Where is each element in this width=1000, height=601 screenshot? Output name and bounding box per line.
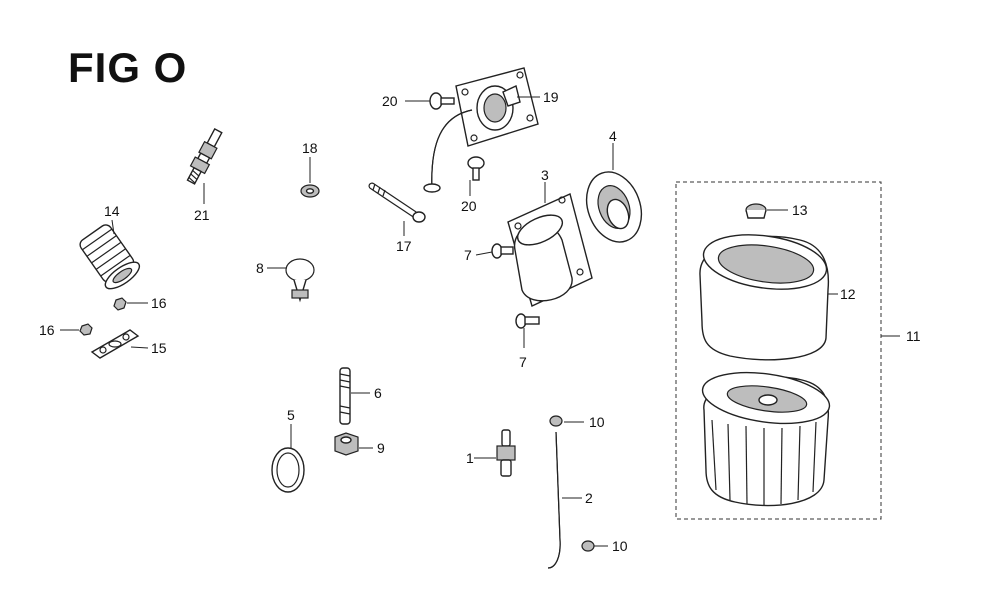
callout-16a: 16 — [151, 295, 167, 311]
part-10-clip-a[interactable] — [549, 415, 584, 427]
callout-2: 2 — [585, 490, 593, 506]
part-16-nut-a[interactable] — [113, 297, 148, 311]
part-20-screw-a[interactable] — [405, 92, 455, 110]
callout-10a: 10 — [589, 414, 605, 430]
part-12-outer-element[interactable] — [699, 228, 838, 361]
part-18-washer[interactable] — [300, 157, 320, 198]
callout-20b: 20 — [461, 198, 477, 214]
callout-12: 12 — [840, 286, 856, 302]
part-19-breather[interactable] — [423, 67, 540, 193]
part-16-nut-b[interactable] — [60, 323, 93, 336]
part-9-nut[interactable] — [334, 432, 373, 456]
part-2-tube[interactable] — [547, 431, 582, 569]
part-1-fitting[interactable] — [474, 429, 516, 477]
callout-17: 17 — [396, 238, 412, 254]
callout-18: 18 — [302, 140, 318, 156]
part-14-exhaust-pipe[interactable] — [76, 219, 143, 294]
callout-1: 1 — [466, 450, 474, 466]
part-17-bolt[interactable] — [368, 182, 426, 236]
part-5-o-ring[interactable] — [271, 424, 305, 493]
part-11-paper-element[interactable] — [699, 365, 832, 507]
callout-9: 9 — [377, 440, 385, 456]
callout-14: 14 — [104, 203, 120, 219]
part-13-grommet[interactable] — [745, 203, 788, 219]
part-7-screw-b[interactable] — [515, 313, 540, 348]
callout-7b: 7 — [519, 354, 527, 370]
callout-10b: 10 — [612, 538, 628, 554]
callout-15: 15 — [151, 340, 167, 356]
part-7-screw-a[interactable] — [475, 243, 514, 259]
callout-19: 19 — [543, 89, 559, 105]
callout-20a: 20 — [382, 93, 398, 109]
part-20-screw-b[interactable] — [467, 156, 485, 196]
callout-13: 13 — [792, 202, 808, 218]
callout-5: 5 — [287, 407, 295, 423]
part-4-elbow[interactable] — [577, 143, 650, 250]
callout-3: 3 — [541, 167, 549, 183]
part-21-spark-plug[interactable] — [184, 127, 225, 204]
part-3-air-cleaner-case[interactable] — [507, 182, 593, 307]
part-6-stud[interactable] — [339, 367, 370, 425]
callout-6: 6 — [374, 385, 382, 401]
part-11-air-cleaner-assembly[interactable] — [675, 181, 900, 520]
part-15-gasket[interactable] — [90, 329, 149, 359]
part-8-clamp[interactable] — [267, 258, 315, 303]
callout-21: 21 — [194, 207, 210, 223]
figure-title: FIG O — [68, 44, 188, 91]
part-10-clip-b[interactable] — [581, 540, 608, 552]
callout-7a: 7 — [464, 247, 472, 263]
callout-16b: 16 — [39, 322, 55, 338]
callout-4: 4 — [609, 128, 617, 144]
callout-8: 8 — [256, 260, 264, 276]
callout-11: 11 — [906, 328, 921, 344]
